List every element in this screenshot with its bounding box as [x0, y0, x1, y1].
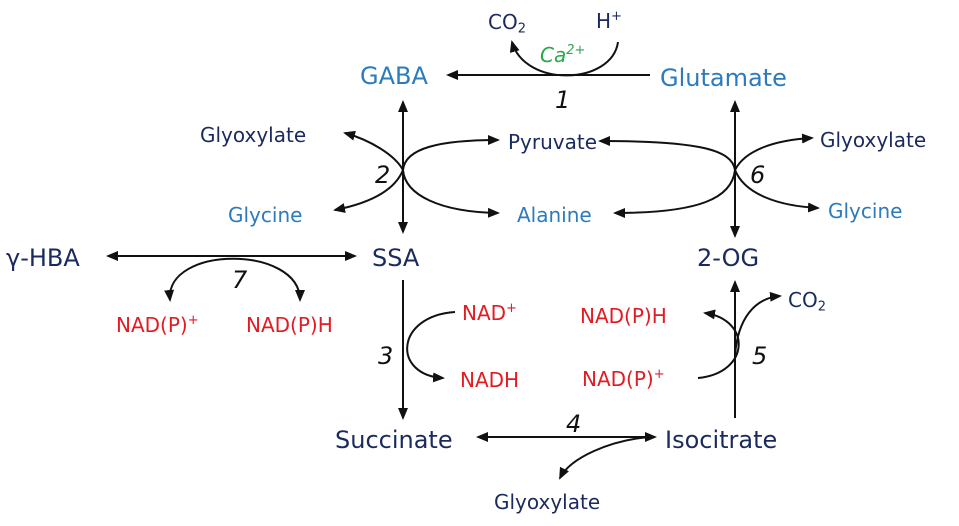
arrow-nadp-to-nadph	[697, 309, 740, 379]
cofactor-nadph-5: NAD(P)H	[580, 304, 667, 328]
arrow-co2-release-5	[734, 291, 782, 356]
node-gaba: GABA	[360, 62, 428, 90]
arrow-to-glycine-right	[734, 169, 820, 213]
cofactor-nadp-plus-5: NAD(P)+	[582, 366, 665, 391]
reaction-number-7: 7	[232, 266, 248, 294]
node-2og: 2-OG	[697, 244, 760, 272]
cofactor-nadh: NADH	[460, 368, 520, 392]
node-gamma-hba: γ-HBA	[6, 244, 80, 272]
cofactor-h-plus: H+	[596, 8, 622, 33]
node-succinate: Succinate	[335, 426, 453, 454]
node-glyoxylate-left: Glyoxylate	[200, 123, 307, 147]
arrow-alanine-from-6	[613, 169, 736, 218]
arrow-nadp-cofactors-7	[164, 257, 305, 302]
reaction-number-4: 4	[566, 410, 582, 438]
arrow-to-glycine-left	[333, 169, 404, 213]
node-glycine-right: Glycine	[828, 199, 903, 223]
reaction-number-6: 6	[750, 161, 766, 189]
node-glyoxylate-right: Glyoxylate	[820, 128, 927, 152]
arrow-to-pyruvate	[402, 135, 500, 171]
node-ssa: SSA	[372, 244, 420, 272]
node-alanine: Alanine	[517, 203, 592, 227]
reaction-number-5: 5	[752, 342, 768, 370]
node-glutamate: Glutamate	[660, 64, 787, 92]
node-isocitrate: Isocitrate	[665, 426, 778, 454]
reaction-number-2: 2	[375, 161, 391, 189]
arrow-to-glyoxylate-right	[734, 133, 814, 171]
node-glycine-left: Glycine	[228, 203, 303, 227]
cofactor-nadp-plus-7: NAD(P)+	[116, 312, 199, 337]
reaction-number-1: 1	[555, 86, 571, 114]
arrow-to-alanine	[402, 169, 500, 218]
reaction-number-3: 3	[378, 342, 394, 370]
arrow-to-glyoxylate-left	[343, 130, 404, 171]
arrow-nad-to-nadh	[406, 311, 456, 383]
cofactor-co2-5: CO2	[788, 288, 826, 315]
arrow-co2-h-release	[509, 40, 619, 77]
cofactor-co2-top: CO2	[488, 10, 526, 37]
cofactor-nadph-7: NAD(P)H	[246, 313, 333, 337]
node-glyoxylate-bottom: Glyoxylate	[494, 490, 601, 514]
cofactor-nad-plus: NAD+	[462, 300, 517, 325]
cofactor-calcium: Ca2+	[540, 42, 586, 67]
arrow-pyruvate-from-6	[598, 136, 736, 171]
node-pyruvate: Pyruvate	[508, 130, 598, 154]
arrow-to-glyoxylate-bottom	[559, 436, 651, 480]
